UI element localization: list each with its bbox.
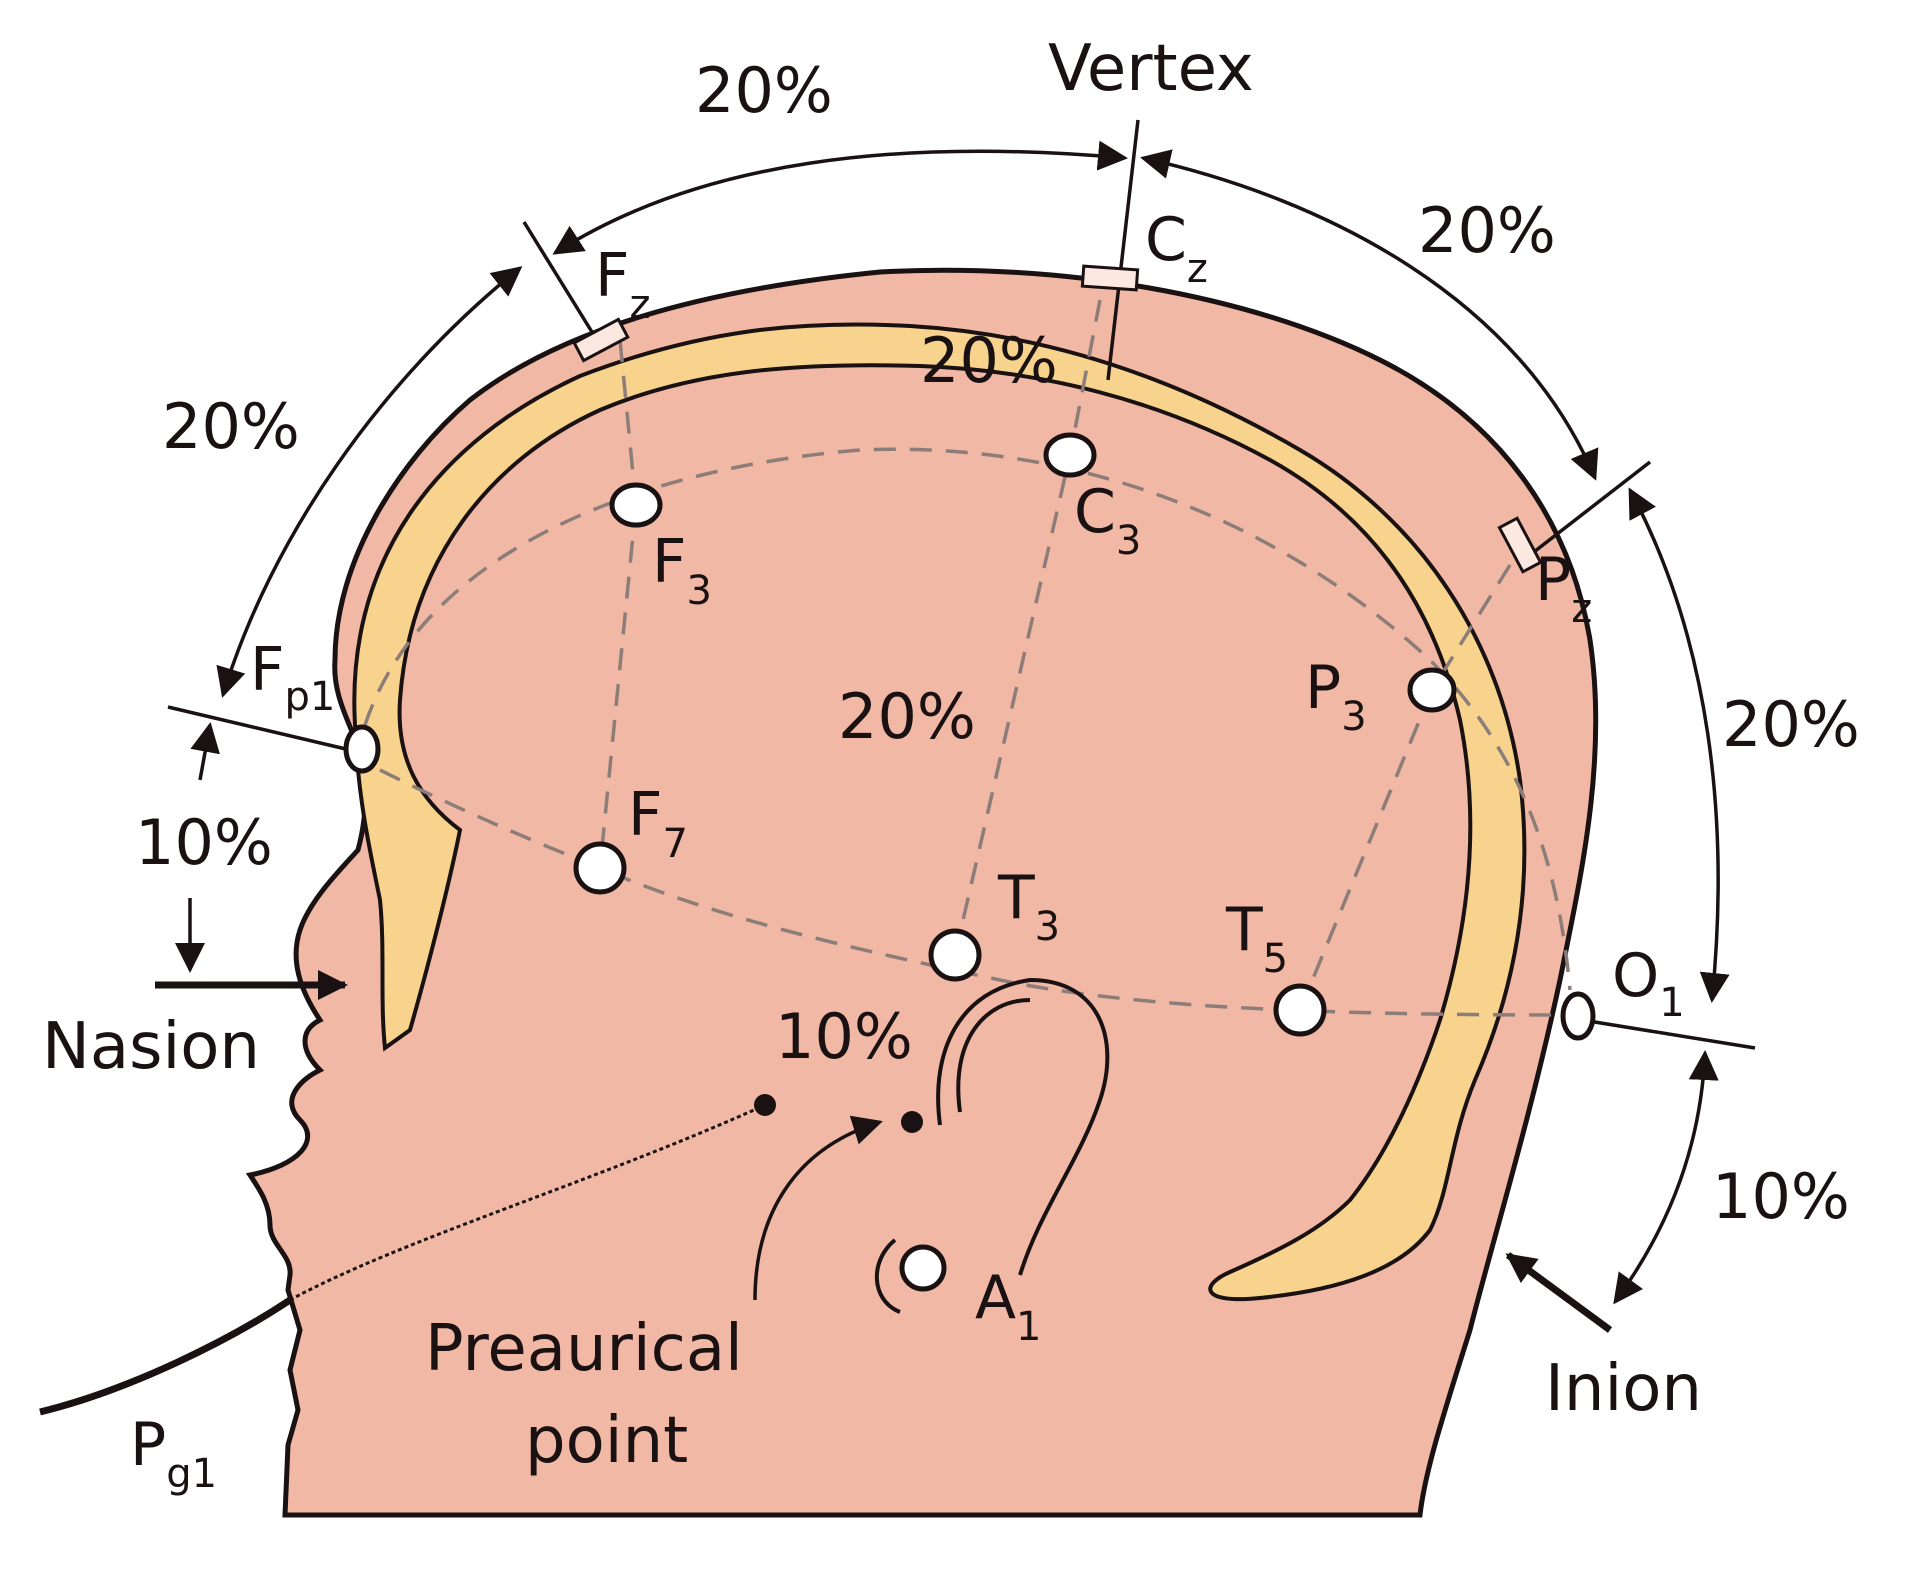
- label-f7: F7: [628, 780, 688, 867]
- vertex-label: Vertex: [1048, 32, 1254, 106]
- label-pz: Pz: [1535, 545, 1592, 632]
- label-p3: P3: [1305, 653, 1367, 740]
- electrode-fp1[interactable]: [343, 724, 381, 774]
- arrow-inion: [1505, 1252, 1613, 1333]
- pct-label-top-left: 20%: [695, 54, 833, 127]
- pct-label-left-lower: 10%: [135, 806, 273, 879]
- label-pg1: Pg1: [130, 1410, 217, 1497]
- label-fp1: Fp1: [250, 635, 335, 720]
- label-c3: C3: [1074, 477, 1141, 564]
- electrode-pad-pz: [1497, 516, 1543, 574]
- electrode-pad-cz: [1080, 264, 1140, 292]
- fz-tick-line: [522, 221, 602, 346]
- arc-arrow-fz-cz: [552, 140, 1128, 255]
- arc-arrow-fp1-fz: [216, 266, 523, 698]
- o1-tick-line: [1569, 1016, 1756, 1050]
- arrow-fp1-up: [190, 722, 220, 781]
- ear-lobe-outline: [874, 1238, 901, 1314]
- electrode-f3[interactable]: [609, 482, 663, 528]
- preaurical-label-line2: point: [525, 1404, 688, 1478]
- electrode-o1[interactable]: [1560, 991, 1596, 1041]
- arc-arrow-cz-pz: [1140, 149, 1599, 481]
- electrode-pad-fz: [572, 317, 630, 363]
- ear-outline: [936, 977, 1110, 1276]
- label-t3: T3: [997, 863, 1060, 950]
- dashed-pz-p3-line: [1430, 564, 1512, 691]
- ear-point-dot: [901, 1111, 923, 1133]
- pz-tick-line: [1528, 460, 1652, 557]
- preaurical-dotted-line: [289, 1103, 766, 1302]
- electrode-c3[interactable]: [1043, 432, 1097, 478]
- pct-label-center-top: 20%: [920, 324, 1058, 397]
- dashed-p3-t5-line: [1298, 689, 1434, 1011]
- pct-label-right-lower: 10%: [1712, 1160, 1850, 1233]
- jaw-line: [39, 1297, 292, 1416]
- arc-arrow-o1-inion: [1613, 1050, 1719, 1305]
- pct-label-left-upper: 20%: [162, 390, 300, 463]
- nasion-label: Nasion: [42, 1010, 260, 1084]
- label-a1: A1: [975, 1263, 1042, 1350]
- arc-arrow-pz-o1: [1628, 487, 1730, 1003]
- inion-label: Inion: [1545, 1352, 1702, 1426]
- dashed-parasagittal-line: [363, 447, 1572, 991]
- label-t5: T5: [1225, 895, 1288, 982]
- dashed-temporal-line: [379, 768, 1576, 1017]
- electrode-t5[interactable]: [1273, 983, 1327, 1037]
- preaurical-label: Preaurical: [425, 1312, 743, 1386]
- pct-label-right-upper: 20%: [1418, 194, 1556, 267]
- pct-label-center-mid: 20%: [838, 680, 976, 753]
- label-cz: Cz: [1145, 205, 1208, 292]
- pct-label-right-mid: 20%: [1722, 688, 1860, 761]
- ear-inner-line: [956, 998, 1031, 1113]
- preaurical-point-dot: [754, 1094, 776, 1116]
- dashed-f3-f7-line: [598, 504, 638, 869]
- electrode-a1[interactable]: [899, 1244, 947, 1292]
- label-f3: F3: [652, 527, 712, 614]
- fp1-tick-line: [167, 705, 351, 752]
- pct-label-ear: 10%: [775, 1000, 913, 1073]
- label-o1: O1: [1612, 941, 1685, 1026]
- label-fz: Fz: [595, 241, 651, 328]
- electrode-f7[interactable]: [573, 841, 627, 895]
- preaurical-arrow: [753, 1115, 883, 1301]
- dashed-fz-f3-line: [618, 339, 638, 506]
- electrode-t3[interactable]: [928, 928, 982, 982]
- electrode-p3[interactable]: [1407, 667, 1457, 713]
